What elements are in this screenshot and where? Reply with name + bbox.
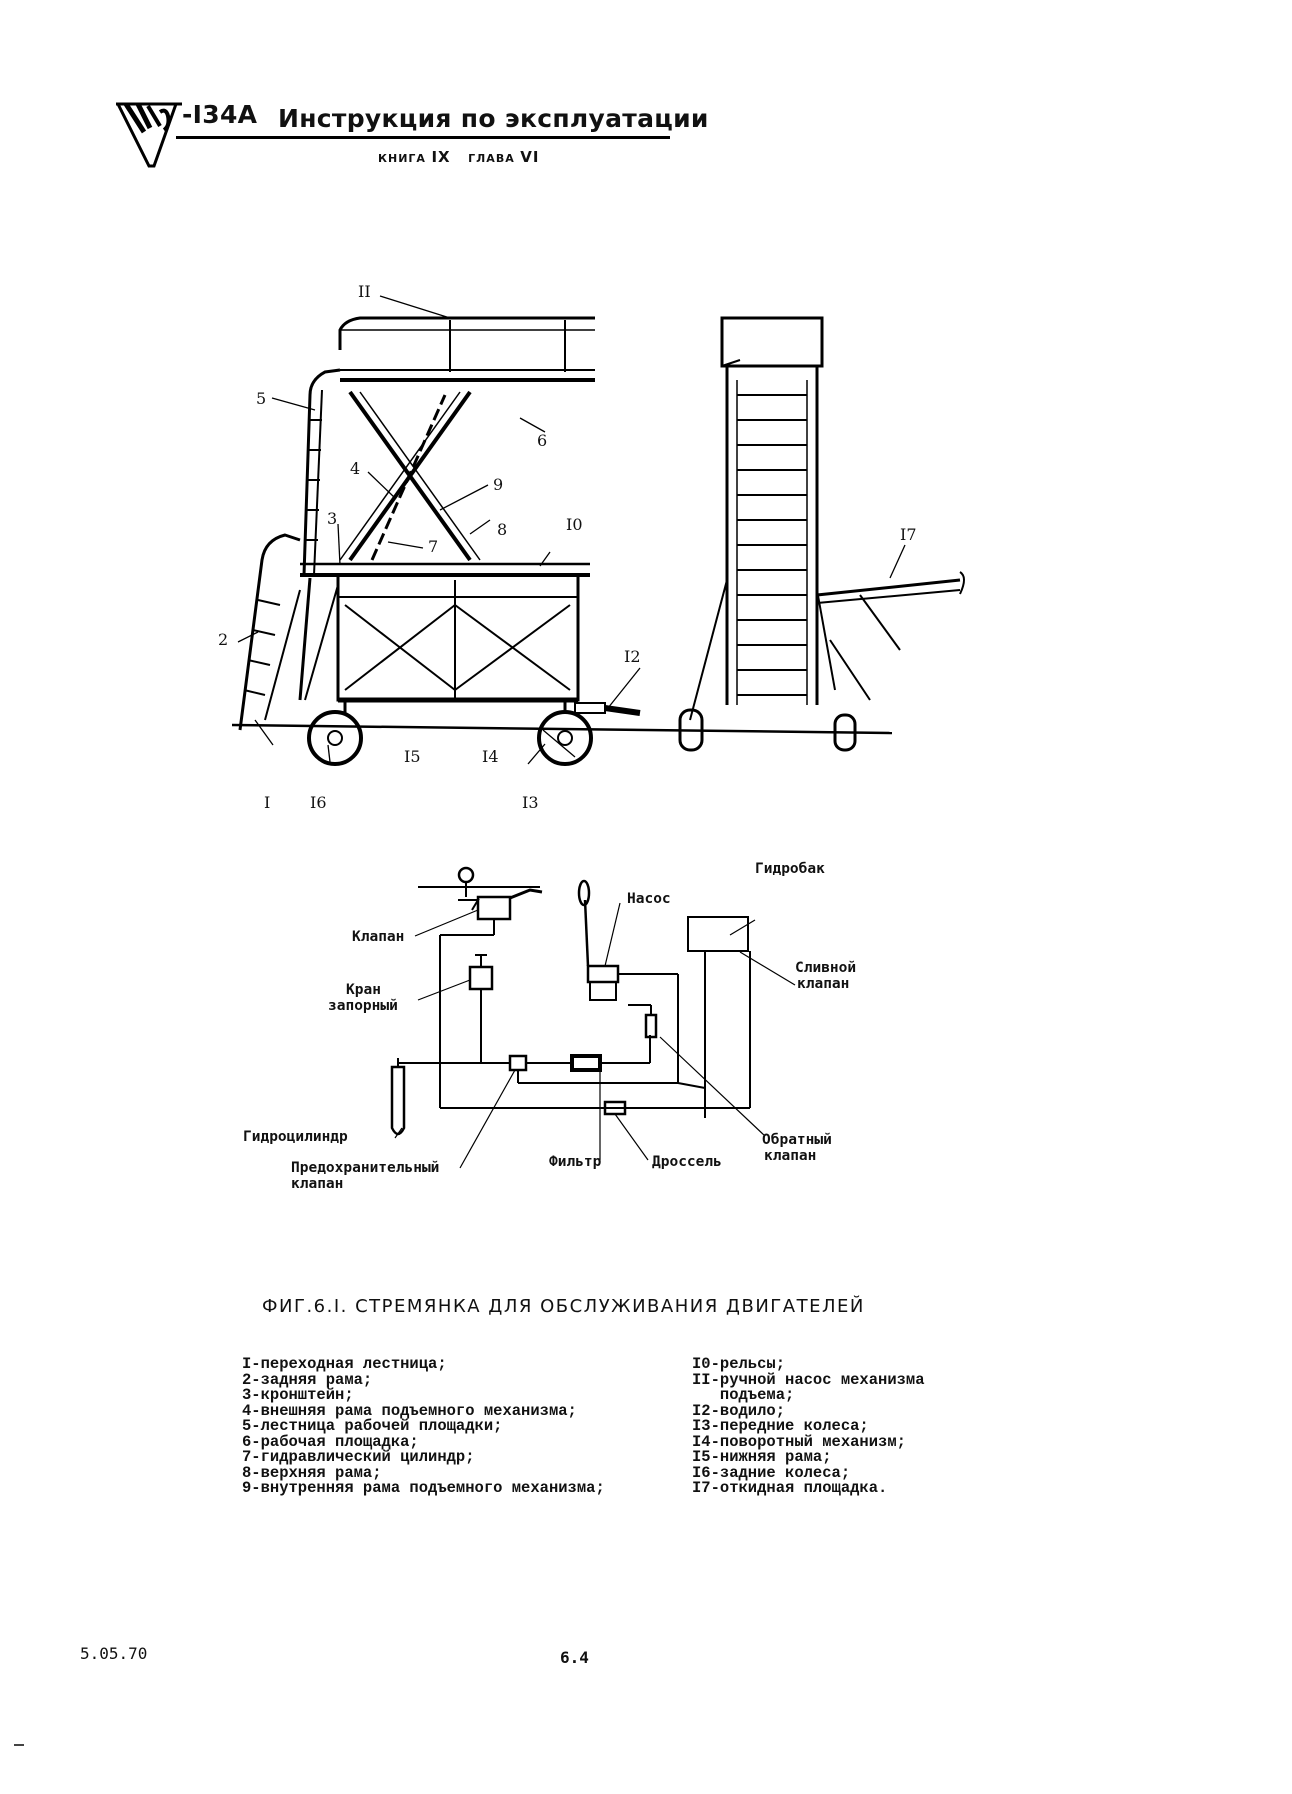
callout-3: 3 — [327, 509, 337, 528]
legend-item: II-ручной насос механизма — [692, 1370, 925, 1389]
drain-label-1: Сливной — [795, 960, 856, 976]
chapter-label: ГЛАВА — [468, 152, 515, 165]
pump-label: Насос — [627, 891, 671, 907]
scan-mark — [14, 1744, 24, 1746]
legend-item: 5-лестница рабочей площадки; — [242, 1417, 503, 1435]
safety-label-2: клапан — [291, 1176, 343, 1192]
callout-14: I4 — [482, 747, 499, 766]
drain-label-2: клапан — [797, 976, 849, 992]
check-label-1: Обратный — [762, 1132, 832, 1148]
model-number: -I34A — [182, 100, 258, 129]
callout-17: I7 — [900, 525, 917, 544]
callout-11: II — [358, 282, 371, 301]
legend-item: I5-нижняя рама; — [692, 1448, 832, 1466]
callout-15: I5 — [404, 747, 421, 766]
document-title: Инструкция по эксплуатации — [278, 104, 709, 133]
check-label-2: клапан — [764, 1148, 816, 1164]
legend-item: I6-задние колеса; — [692, 1463, 851, 1482]
callout-1: I — [264, 793, 270, 812]
callout-4: 4 — [350, 459, 360, 478]
valve-label: Клапан — [352, 929, 404, 945]
legend-item: 4-внешняя рама подъемного механизма; — [242, 1401, 577, 1420]
chapter-number: VI — [520, 148, 540, 166]
legend-item: I7-откидная площадка. — [692, 1479, 888, 1497]
header-underline — [176, 136, 670, 139]
legend-item: I-переходная лестница; — [242, 1355, 447, 1373]
callout-2: 2 — [218, 630, 228, 649]
book-chapter: КНИГА IX ГЛАВА VI — [378, 148, 539, 166]
filter-label: Фильтр — [549, 1154, 602, 1170]
header: -I34A Инструкция по эксплуатации КНИГА I… — [116, 98, 708, 178]
book-number: IX — [431, 148, 451, 166]
legend-item: 2-задняя рама; — [242, 1370, 373, 1389]
footer-date: 5.05.70 — [80, 1644, 148, 1663]
callout-13: I3 — [522, 793, 539, 812]
callout-5: 5 — [256, 389, 266, 408]
legend-item: I4-поворотный механизм; — [692, 1432, 906, 1451]
page-number: 6.4 — [560, 1648, 589, 1667]
book-label: КНИГА — [378, 152, 426, 165]
shutoff-label-1: Кран — [346, 982, 381, 998]
throttle-label: Дроссель — [652, 1154, 722, 1170]
legend-item: 8-верхняя рама; — [242, 1463, 382, 1482]
figure-caption: ФИГ.6.I. СТРЕМЯНКА ДЛЯ ОБСЛУЖИВАНИЯ ДВИГ… — [262, 1296, 865, 1317]
callout-7: 7 — [428, 537, 438, 556]
callout-10: I0 — [566, 515, 583, 534]
tu-logo-icon — [116, 102, 182, 168]
legend-item: подъема; — [692, 1386, 795, 1404]
legend-right: I0-рельсы; II-ручной насос механизма под… — [692, 1355, 982, 1497]
legend-item: I0-рельсы; — [692, 1355, 786, 1373]
legend-item: 3-кронштейн; — [242, 1386, 354, 1404]
shutoff-label-2: запорный — [328, 998, 398, 1014]
cylinder-label: Гидроцилиндр — [243, 1129, 348, 1145]
legend-item: I3-передние колеса; — [692, 1417, 869, 1435]
legend-item: 9-внутренняя рама подъемного механизма; — [242, 1479, 605, 1497]
tank-label: Гидробак — [755, 861, 825, 877]
legend-item: 7-гидравлический цилиндр; — [242, 1448, 475, 1466]
callout-16: I6 — [310, 793, 327, 812]
callout-6: 6 — [537, 431, 547, 450]
legend-item: 6-рабочая площадка; — [242, 1432, 419, 1451]
legend-item: I2-водило; — [692, 1401, 786, 1420]
callout-8: 8 — [497, 520, 507, 539]
legend-left: I-переходная лестница; 2-задняя рама; 3-… — [242, 1355, 682, 1497]
callout-9: 9 — [493, 475, 503, 494]
safety-label-1: Предохранительный — [291, 1160, 439, 1176]
callout-12: I2 — [624, 647, 641, 666]
